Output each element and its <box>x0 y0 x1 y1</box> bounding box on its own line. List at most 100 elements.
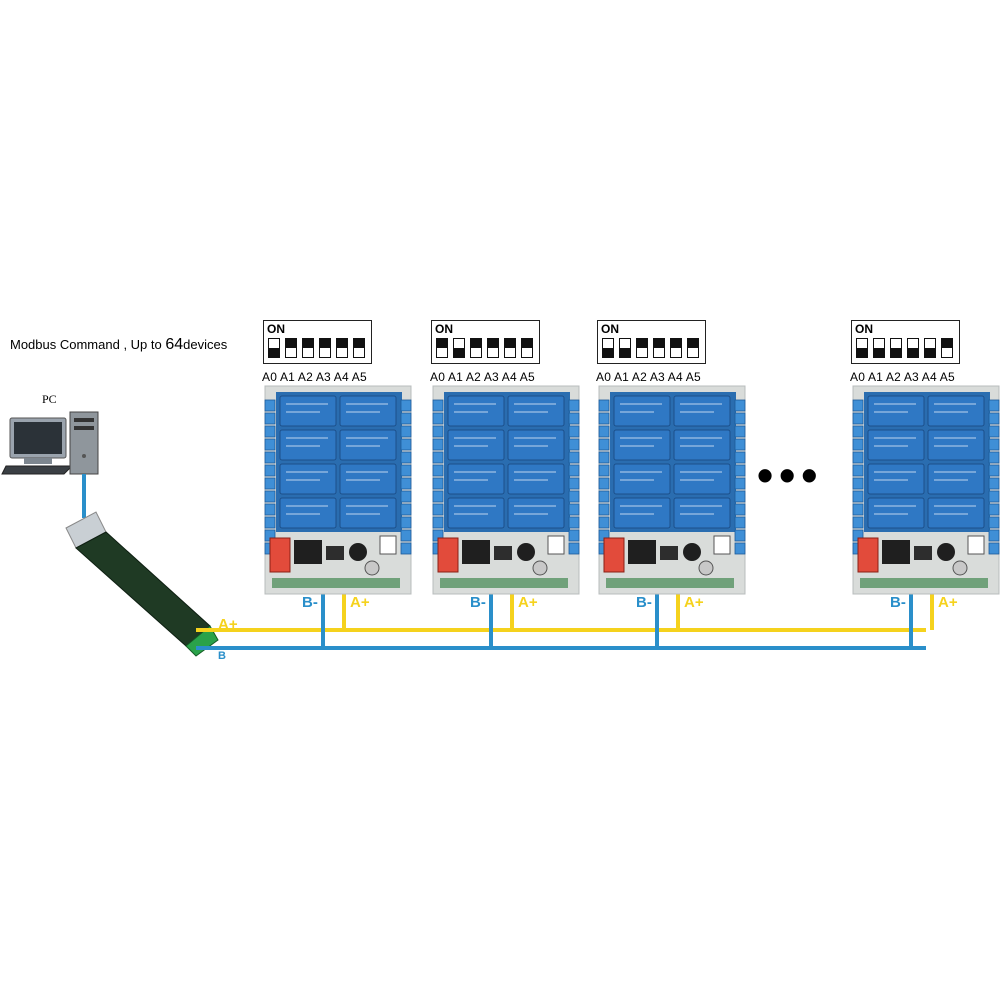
relay-board-2 <box>432 385 580 595</box>
relay-icon <box>867 395 925 427</box>
dip-on-label: ON <box>855 322 873 336</box>
b-minus-label: B- <box>470 594 486 611</box>
terminal-block <box>432 464 444 477</box>
capacitor <box>532 560 548 576</box>
terminal-block <box>598 399 610 412</box>
relay-icon <box>447 463 505 495</box>
terminal-block <box>852 399 864 412</box>
terminal-block <box>432 516 444 529</box>
terminal-block <box>264 425 276 438</box>
terminal-block <box>264 464 276 477</box>
terminal-block <box>988 516 1000 529</box>
dip-knob <box>354 339 364 348</box>
terminal-block <box>432 477 444 490</box>
title-prefix: Modbus Command , Up to <box>10 337 166 352</box>
terminal-block <box>852 438 864 451</box>
address-labels-3: A0 A1 A2 A3 A4 A5 <box>596 370 701 384</box>
dip-knob <box>505 339 515 348</box>
dip-knob <box>637 339 647 348</box>
terminal-block <box>988 503 1000 516</box>
relay-board-1 <box>264 385 412 595</box>
dip-on-label: ON <box>267 322 285 336</box>
terminal-block <box>432 490 444 503</box>
dip-knob <box>488 339 498 348</box>
capacitor <box>698 560 714 576</box>
dip-switch-a2 <box>636 338 648 358</box>
title-suffix: devices <box>183 337 228 352</box>
relay-icon <box>507 395 565 427</box>
terminal-block <box>400 438 412 451</box>
terminal-block <box>988 477 1000 490</box>
dip-switch-a4 <box>924 338 936 358</box>
terminal-block <box>400 516 412 529</box>
relay-icon <box>613 395 671 427</box>
regulator <box>713 535 731 555</box>
capacitor <box>517 543 535 561</box>
dip-knob <box>688 339 698 348</box>
dip-switch-a4 <box>670 338 682 358</box>
dip-switch-a5 <box>521 338 533 358</box>
terminal-block <box>988 451 1000 464</box>
relay-icon <box>447 429 505 461</box>
dip-switch-a1 <box>619 338 631 358</box>
a-plus-label: A+ <box>350 594 370 611</box>
b-minus-label: B- <box>636 594 652 611</box>
address-labels-2: A0 A1 A2 A3 A4 A5 <box>430 370 535 384</box>
dip-knob <box>454 348 464 357</box>
terminal-block <box>400 412 412 425</box>
usb-rs485-converter-icon <box>65 511 219 657</box>
regulator <box>547 535 565 555</box>
ic-chip <box>494 546 512 560</box>
dip-knob <box>925 348 935 357</box>
terminal-block <box>852 425 864 438</box>
pcb-traces <box>860 578 988 588</box>
terminal-block <box>264 490 276 503</box>
dip-knob <box>437 339 447 348</box>
device-count: 64 <box>165 336 184 353</box>
dip-knob <box>337 339 347 348</box>
dip-switch-a5 <box>353 338 365 358</box>
b-minus-label: B- <box>890 594 906 611</box>
terminal-block <box>598 412 610 425</box>
relay-icon <box>867 497 925 529</box>
terminal-block <box>852 464 864 477</box>
terminal-block <box>400 503 412 516</box>
dip-switch-a1 <box>285 338 297 358</box>
terminal-block <box>264 399 276 412</box>
capacitor <box>952 560 968 576</box>
terminal-block <box>852 477 864 490</box>
dip-switch-3: ON <box>597 320 706 364</box>
dip-switch-a2 <box>890 338 902 358</box>
pcb-traces <box>440 578 568 588</box>
terminal-block <box>568 412 580 425</box>
terminal-block <box>568 542 580 555</box>
terminal-block <box>432 451 444 464</box>
terminal-block <box>568 464 580 477</box>
dip-switch-a0 <box>436 338 448 358</box>
capacitor <box>937 543 955 561</box>
terminal-block <box>988 438 1000 451</box>
dip-switch-a2 <box>302 338 314 358</box>
dip-knob <box>671 339 681 348</box>
pc-label: PC <box>42 392 57 406</box>
b-minus-label: B- <box>302 594 318 611</box>
ic-chip <box>914 546 932 560</box>
dip-knob <box>303 339 313 348</box>
terminal-block <box>988 529 1000 542</box>
relay-icon <box>339 429 397 461</box>
terminal-block <box>264 438 276 451</box>
terminal-block <box>988 490 1000 503</box>
dip-switch-a5 <box>941 338 953 358</box>
terminal-block <box>400 451 412 464</box>
terminal-block <box>400 464 412 477</box>
relay-icon <box>507 497 565 529</box>
dip-switch-4: ON <box>851 320 960 364</box>
dip-switch-a5 <box>687 338 699 358</box>
relay-icon <box>927 497 985 529</box>
relay-icon <box>927 463 985 495</box>
dip-switch-a3 <box>653 338 665 358</box>
terminal-block <box>432 399 444 412</box>
relay-icon <box>339 395 397 427</box>
